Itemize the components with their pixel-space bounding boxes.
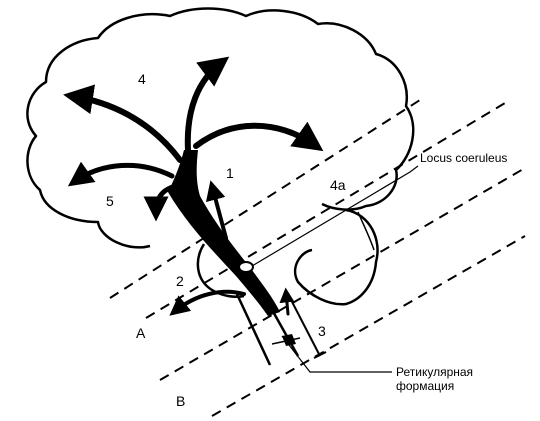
cerebellum-fold [357, 211, 375, 251]
reticular-leader-line [281, 335, 392, 373]
locus-coeruleus-label: Locus coeruleus [420, 151, 507, 165]
pons-outline [196, 243, 245, 298]
label-3: 3 [318, 323, 326, 339]
arrow-3 [279, 287, 295, 316]
arrow-to-A [169, 289, 246, 316]
cerebellum-outline [293, 208, 379, 306]
label-B: B [176, 393, 185, 409]
label-4: 4 [138, 71, 146, 87]
arrow-to-4-left [63, 84, 183, 163]
arrow-to-4-top [184, 56, 230, 153]
arrow-to-4a [193, 121, 324, 152]
dashed-line-3 [159, 167, 526, 381]
label-4a: 4a [330, 177, 346, 193]
section-lines [109, 99, 526, 417]
locus-leader-line [251, 165, 419, 267]
noradrenergic-bundle [168, 150, 280, 316]
reticular-bracket [271, 337, 301, 345]
dashed-line-1 [109, 99, 421, 299]
reticular-label-line1: Ретикулярная [396, 365, 473, 379]
projection-arrows [63, 56, 324, 316]
cerebrum-outline [26, 7, 415, 249]
reticular-label-line2: формация [396, 379, 454, 393]
arrow-to-5-left [67, 161, 175, 187]
arrow-1 [205, 180, 228, 240]
locus-coeruleus-node [238, 261, 254, 273]
label-1: 1 [226, 165, 234, 181]
arrow-to-5-down [143, 183, 179, 222]
label-A: A [136, 325, 146, 341]
dashed-line-2 [145, 99, 511, 319]
label-2: 2 [176, 273, 184, 289]
dashed-line-4 [211, 235, 526, 417]
bracket-3 [287, 293, 327, 359]
label-5: 5 [106, 193, 114, 209]
